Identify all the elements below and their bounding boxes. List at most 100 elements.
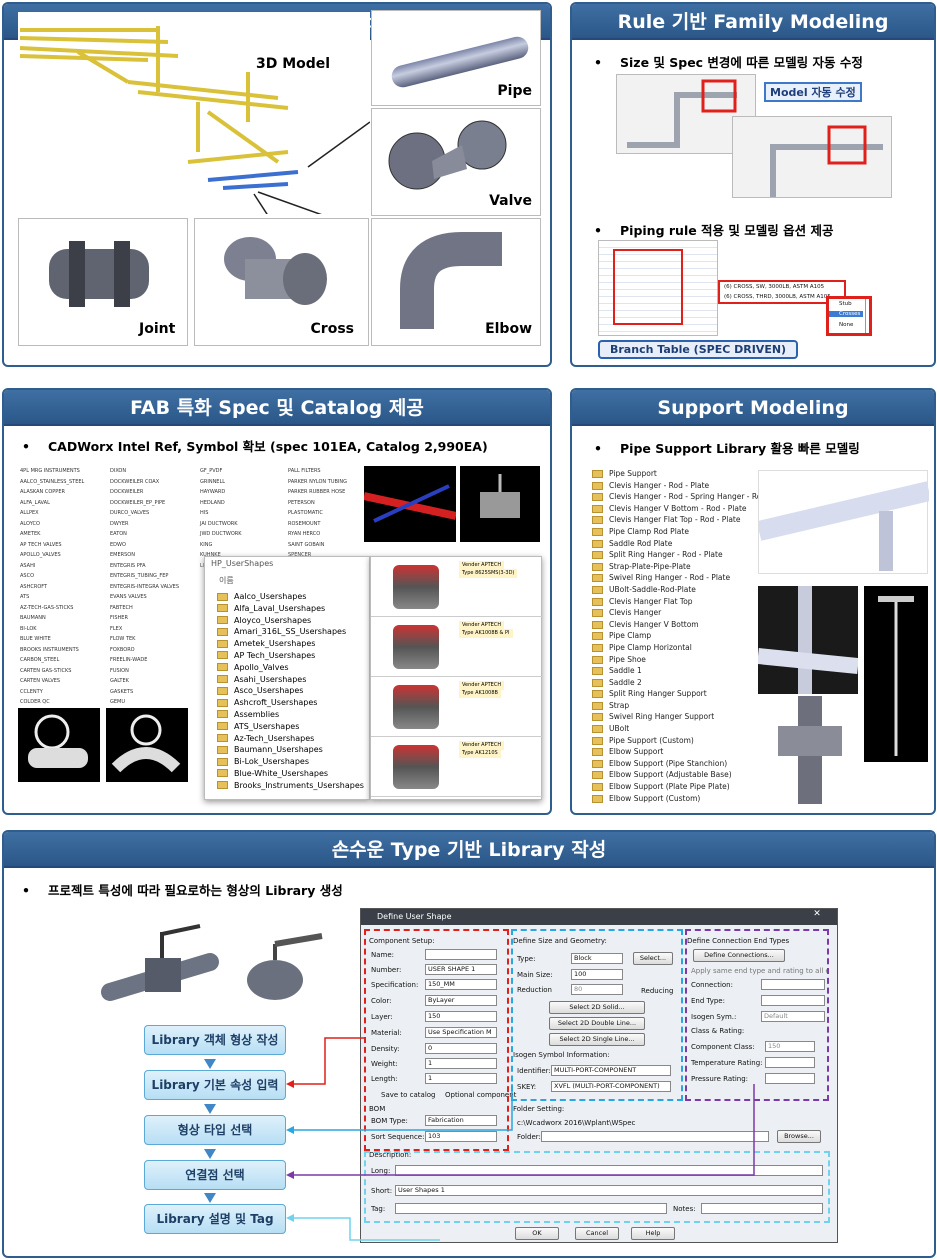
main-size-field[interactable]: 100 <box>571 969 623 980</box>
catalog-item[interactable]: BAUMANN <box>20 615 46 621</box>
ok-button[interactable]: OK <box>515 1227 559 1240</box>
tree-node[interactable]: Swivel Ring Hanger Support <box>592 711 795 723</box>
number-field[interactable]: USER SHAPE 1 <box>425 964 497 975</box>
bom-type-field[interactable]: Fabrication <box>425 1115 497 1126</box>
folder-item[interactable]: Blue-White_Usershapes <box>217 768 364 780</box>
catalog-item[interactable]: ATS <box>20 594 30 600</box>
folder-field[interactable] <box>541 1131 769 1142</box>
catalog-item[interactable]: HAYWARD <box>200 489 226 495</box>
tree-node[interactable]: Strap <box>592 700 795 712</box>
identifier-field[interactable]: MULTI-PORT-COMPONENT <box>551 1065 671 1076</box>
select-button[interactable]: Select... <box>633 952 673 965</box>
connection-field[interactable] <box>761 979 825 990</box>
folder-item[interactable]: Apollo_Valves <box>217 662 364 674</box>
catalog-item[interactable]: CARTEN GAS-STICKS <box>20 667 72 674</box>
tree-node[interactable]: Elbow Support (Pipe Stanchion) <box>592 758 795 770</box>
catalog-item[interactable]: DURCO_VALVES <box>110 510 150 516</box>
catalog-item[interactable]: PETERSON <box>288 499 315 506</box>
catalog-item[interactable]: GRINNELL <box>200 478 226 485</box>
tree-node[interactable]: Saddle Rod Plate <box>592 538 795 550</box>
folder-item[interactable]: Ashcroft_Usershapes <box>217 697 364 709</box>
tree-node[interactable]: Swivel Ring Hanger - Rod - Plate <box>592 572 795 584</box>
catalog-item[interactable]: COLDER QC <box>20 699 50 705</box>
name-field[interactable] <box>425 949 497 960</box>
option-item[interactable]: (6) CROSS, SW, 3000LB, ASTM A105 <box>724 284 825 290</box>
folder-item[interactable]: AP Tech_Usershapes <box>217 650 364 662</box>
option-item[interactable]: (6) CROSS, THRD, 3000LB, ASTM A105 <box>724 294 831 300</box>
weight-field[interactable]: 1 <box>425 1058 497 1069</box>
tree-node[interactable]: Clevis Hanger - Rod - Spring Hanger - Ro… <box>592 491 795 503</box>
tag-field[interactable] <box>395 1203 667 1214</box>
catalog-item[interactable]: GEMU <box>110 699 126 705</box>
skey-field[interactable]: XVFL (MULTI-PORT-COMPONENT) <box>551 1081 671 1092</box>
close-button[interactable]: ✕ <box>813 909 821 919</box>
isogen-sym-field[interactable]: Default <box>761 1011 825 1022</box>
catalog-item[interactable]: DWYER <box>110 520 129 527</box>
catalog-item[interactable]: AALCO_STAINLESS_STEEL <box>20 478 85 485</box>
catalog-item[interactable]: EVANS VALVES <box>110 594 147 600</box>
layer-field[interactable]: 150 <box>425 1011 497 1022</box>
tree-node[interactable]: Clevis Hanger Flat Top <box>592 596 795 608</box>
select-2d-double-button[interactable]: Select 2D Double Line... <box>549 1017 645 1030</box>
tree-node[interactable]: Strap-Plate-Pipe-Plate <box>592 561 795 573</box>
reducing-checkbox[interactable]: Reducing <box>641 987 674 995</box>
catalog-item[interactable]: BROOKS INSTRUMENTS <box>20 646 79 653</box>
folder-item[interactable]: Assemblies <box>217 709 364 721</box>
tree-node[interactable]: Pipe Shoe <box>592 654 795 666</box>
catalog-item[interactable]: CCLENTY <box>20 688 43 695</box>
catalog-item[interactable]: EMERSON <box>110 552 135 558</box>
catalog-item[interactable]: SPENCER <box>288 552 312 558</box>
tree-node[interactable]: Clevis Hanger V Bottom <box>592 619 795 631</box>
catalog-item[interactable]: AZ-TECH-GAS-STICKS <box>20 604 74 611</box>
menu-item[interactable]: None <box>839 322 854 328</box>
tree-node[interactable]: Pipe Clamp <box>592 630 795 642</box>
folder-item[interactable]: Bi-Lok_Usershapes <box>217 756 364 768</box>
tree-node[interactable]: Pipe Support (Custom) <box>592 735 795 747</box>
catalog-item[interactable]: DIXON <box>110 468 127 474</box>
catalog-item[interactable]: EATON <box>110 531 127 537</box>
catalog-item[interactable]: DOCKWEILER <box>110 489 144 495</box>
catalog-item[interactable]: PALL FILTERS <box>288 468 321 474</box>
define-connections-button[interactable]: Define Connections... <box>693 949 785 962</box>
select-2d-solid-button[interactable]: Select 2D Solid... <box>549 1001 645 1014</box>
catalog-item[interactable]: HIS <box>200 510 209 516</box>
menu-item-selected[interactable]: Crosses <box>829 311 863 317</box>
spec-field[interactable]: 150_MM <box>425 979 497 990</box>
apply-same-checkbox[interactable]: Apply same end type and rating to all en… <box>691 967 829 975</box>
catalog-item[interactable]: ROSEMOUNT <box>288 520 321 527</box>
folder-item[interactable]: ATS_Usershapes <box>217 721 364 733</box>
catalog-item[interactable]: 4PL MRG INSTRUMENTS <box>20 468 80 474</box>
catalog-item[interactable]: GF_PVDF <box>200 468 223 474</box>
tree-node[interactable]: Elbow Support (Adjustable Base) <box>592 769 795 781</box>
catalog-item[interactable]: AMETEK <box>20 531 41 537</box>
menu-item[interactable]: Stub <box>839 301 852 307</box>
catalog-item[interactable]: GASKETS <box>110 688 134 695</box>
catalog-item[interactable]: ALFA_LAVAL <box>20 499 50 506</box>
folder-item[interactable]: Aloyco_Usershapes <box>217 615 364 627</box>
tree-node[interactable]: Saddle 1 <box>592 665 795 677</box>
reduction-field[interactable]: 80 <box>571 984 623 995</box>
catalog-item[interactable]: BI-LOK <box>20 625 37 632</box>
catalog-item[interactable]: ENTEGRIS-INTEGRA VALVES <box>110 583 180 590</box>
pressure-field[interactable] <box>765 1073 815 1084</box>
temperature-field[interactable] <box>765 1057 815 1068</box>
catalog-item[interactable]: RYAN HERCO <box>288 531 321 537</box>
sort-sequence-field[interactable]: 103 <box>425 1131 497 1142</box>
notes-field[interactable] <box>701 1203 823 1214</box>
catalog-item[interactable]: AP TECH VALVES <box>20 541 62 548</box>
density-field[interactable]: 0 <box>425 1043 497 1054</box>
folder-item[interactable]: Baumann_Usershapes <box>217 744 364 756</box>
tree-node[interactable]: Saddle 2 <box>592 677 795 689</box>
catalog-item[interactable]: FUSION <box>110 667 129 674</box>
tree-node[interactable]: Elbow Support (Custom) <box>592 793 795 805</box>
tree-node[interactable]: Elbow Support (Plate Pipe Plate) <box>592 781 795 793</box>
catalog-item[interactable]: JWD DUCTWORK <box>200 531 242 537</box>
catalog-item[interactable]: PARKER NYLON TUBING <box>288 478 347 485</box>
folder-item[interactable]: Aalco_Usershapes <box>217 591 364 603</box>
catalog-item[interactable]: ENTEGRIS_TUBING_FEP <box>110 573 169 579</box>
catalog-item[interactable]: PARKER RUBBER HOSE <box>288 489 346 495</box>
tree-node[interactable]: Pipe Clamp Rod Plate <box>592 526 795 538</box>
catalog-item[interactable]: JAI DUCTWORK <box>200 520 238 527</box>
save-to-catalog-checkbox[interactable]: Save to catalog <box>381 1091 436 1099</box>
catalog-item[interactable]: FLOW TEK <box>110 636 136 642</box>
